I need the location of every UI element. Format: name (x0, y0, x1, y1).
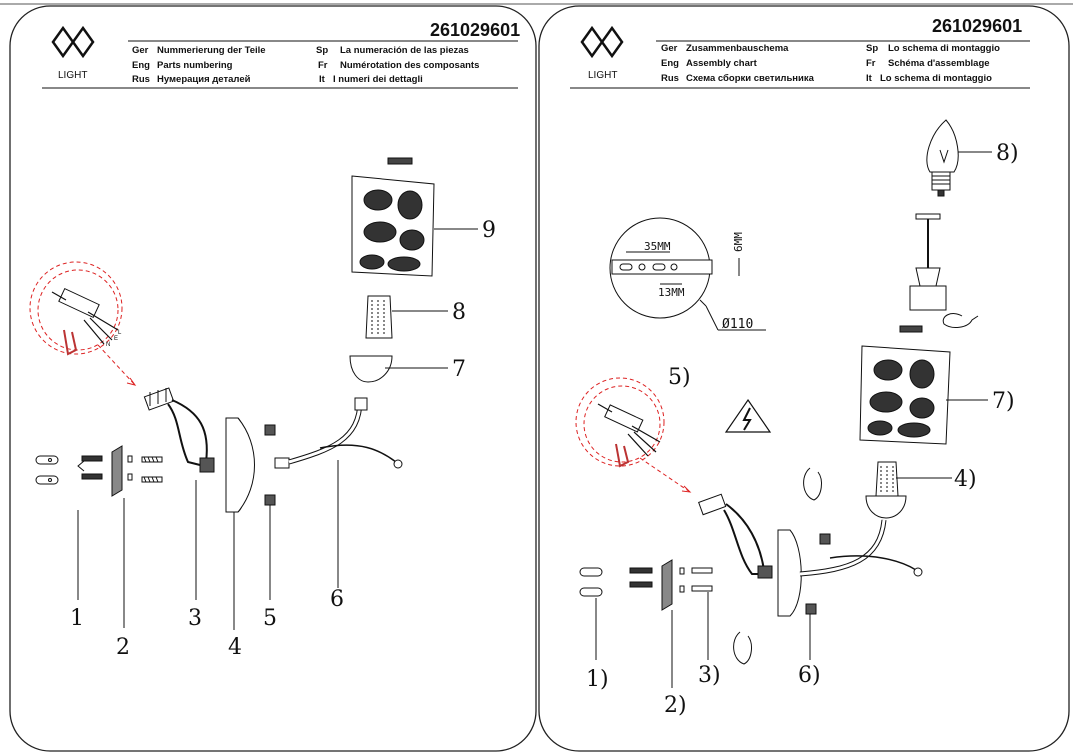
logo-diamond-icon (51, 25, 95, 59)
hdr-code: Ger (132, 45, 149, 56)
logo-text: LIGHT (58, 70, 87, 81)
wire-letter: N (106, 342, 110, 348)
left-panel-frame (9, 5, 537, 752)
part-label: 8 (452, 300, 466, 325)
terminal-block (698, 493, 773, 579)
wire-letter: E (114, 336, 118, 342)
lamp-arm (274, 397, 403, 469)
mounting-bracket (661, 559, 685, 611)
part-label: 9 (482, 218, 496, 243)
wiring-detail (575, 377, 692, 493)
hdr-text: Numérotation des composants (340, 60, 479, 71)
part-label: 7 (452, 357, 466, 382)
terminal-block (143, 387, 215, 473)
lamp-socket (909, 213, 947, 311)
hdr-text: I numeri dei dettagli (333, 74, 423, 85)
part-label: 3 (188, 606, 202, 631)
right-product-code: 261029601 (932, 16, 1022, 36)
lamp-arm (799, 461, 923, 577)
logo-text: LIGHT (588, 70, 617, 81)
lamp-socket (365, 295, 393, 339)
wire-letter: L (118, 330, 122, 336)
logo-diamond-icon (580, 25, 624, 59)
hdr-text: Assembly chart (686, 58, 758, 69)
mounting-bracket (111, 445, 133, 497)
hdr-text: Lo schema di montaggio (888, 43, 1000, 54)
part-label: 2 (116, 635, 130, 660)
hdr-text: Schéma d'assemblage (888, 58, 990, 69)
hdr-code: Ger (661, 43, 678, 54)
hdr-code: Sp (316, 45, 328, 56)
fixing-nuts (805, 533, 831, 615)
electric-warning-icon (724, 398, 772, 433)
part-label: 1 (70, 606, 84, 631)
hdr-text: Нумерация деталей (157, 74, 251, 85)
wall-canopy (777, 529, 802, 617)
part-label: 3) (698, 663, 721, 688)
part-label: 2) (664, 693, 687, 718)
hdr-text: Nummerierung der Teile (157, 45, 266, 56)
part-label: 8) (996, 141, 1019, 166)
wiring-detail: L N E (29, 261, 137, 386)
rotate-arrow-icon (733, 313, 979, 665)
part-label: 5) (668, 365, 691, 390)
hdr-text: Parts numbering (157, 60, 233, 71)
wall-anchors (579, 567, 653, 597)
screws (141, 456, 163, 483)
fixing-nuts (264, 424, 276, 506)
wall-anchors (35, 455, 103, 485)
candle-bulb-icon (926, 119, 959, 197)
hdr-text: La numeración de las piezas (340, 45, 469, 56)
glass-shade (351, 157, 435, 277)
dimension-spacing: 13MM (658, 286, 685, 299)
right-panel-frame (538, 5, 1070, 752)
dimension-diameter: Ø110 (722, 317, 753, 332)
leader-lines (595, 151, 992, 688)
hdr-code: It (319, 74, 326, 85)
dimension-detail (609, 217, 766, 331)
glass-shade (859, 325, 951, 445)
hdr-code: Sp (866, 43, 878, 54)
hdr-code: Fr (866, 58, 876, 69)
part-label: 7) (992, 389, 1015, 414)
hdr-code: Rus (132, 74, 150, 85)
hdr-text: Lo schema di montaggio (880, 73, 992, 84)
hdr-text: Схема сборки светильника (686, 73, 815, 84)
left-product-code: 261029601 (430, 20, 520, 40)
hdr-code: Rus (661, 73, 679, 84)
hdr-code: Eng (661, 58, 679, 69)
hdr-code: Fr (318, 60, 328, 71)
part-label: 4) (954, 467, 977, 492)
part-label: 1) (586, 667, 609, 692)
right-logo: LIGHT (580, 25, 624, 81)
part-label: 5 (263, 606, 277, 631)
part-label: 6 (330, 587, 344, 612)
part-label: 4 (228, 635, 242, 660)
leader-lines (77, 228, 478, 630)
hdr-code: It (866, 73, 873, 84)
wall-canopy (225, 417, 255, 513)
hdr-text: Zusammenbauschema (686, 43, 789, 54)
left-logo: LIGHT (51, 25, 95, 81)
part-label: 6) (798, 663, 821, 688)
screws (691, 567, 713, 592)
hdr-code: Eng (132, 60, 150, 71)
dimension-height: 6MM (732, 232, 745, 252)
bobeche-cup (349, 355, 393, 383)
dimension-width: 35MM (644, 240, 671, 253)
